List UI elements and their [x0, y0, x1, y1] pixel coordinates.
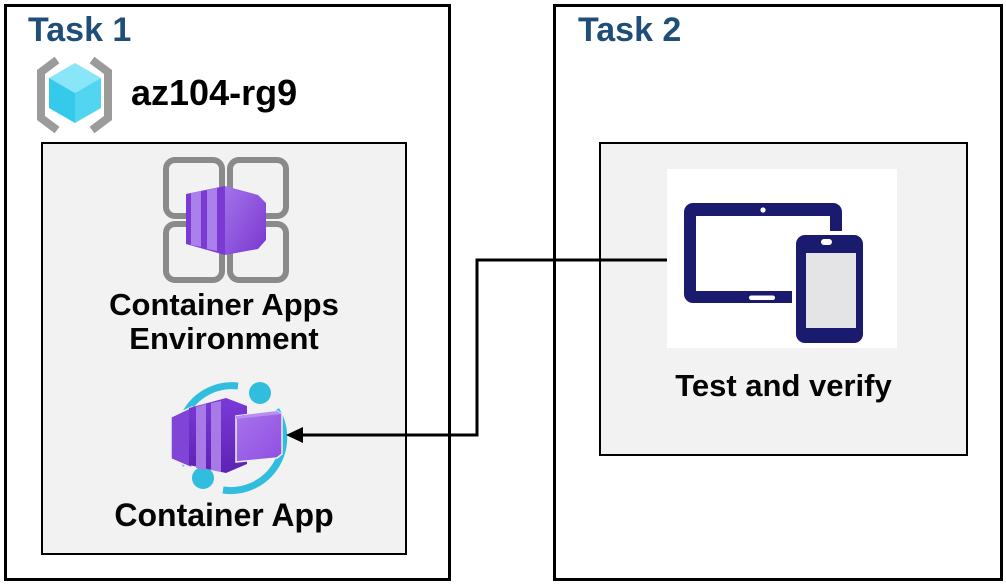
container-right-face [225, 186, 266, 255]
phone-shape [792, 231, 867, 347]
left-bracket-shape [37, 56, 60, 134]
app-stripe [196, 404, 206, 470]
environment-label: Container Apps Environment [109, 287, 339, 356]
container-app-icon [170, 382, 288, 495]
orbit-dot-bottom [192, 467, 214, 489]
tablet-camera-dot [760, 207, 766, 213]
cube-right-face [75, 78, 101, 123]
container-stripe [191, 191, 201, 247]
phone-screen [806, 253, 856, 328]
cube-left-face [49, 78, 75, 123]
container-stripe [207, 188, 217, 251]
app-stripe [211, 401, 221, 472]
phone-speaker [821, 239, 832, 245]
container-app-label: Container App [114, 497, 334, 533]
azure-resource-group-icon [37, 56, 112, 134]
container-apps-environment-icon [163, 157, 289, 283]
right-bracket-shape [89, 56, 112, 134]
app-left-box [170, 405, 193, 470]
resource-group-label: az104-rg9 [131, 72, 298, 113]
tablet-home-bar [749, 295, 775, 300]
orbit-dot-top [249, 382, 271, 404]
tablet-phone-icon [684, 203, 867, 347]
task1-title: Task 1 [28, 11, 132, 49]
test-and-verify-card [667, 169, 897, 348]
app-right-box [235, 410, 283, 463]
test-and-verify-label: Test and verify [675, 368, 892, 403]
task2-title: Task 2 [578, 11, 682, 49]
